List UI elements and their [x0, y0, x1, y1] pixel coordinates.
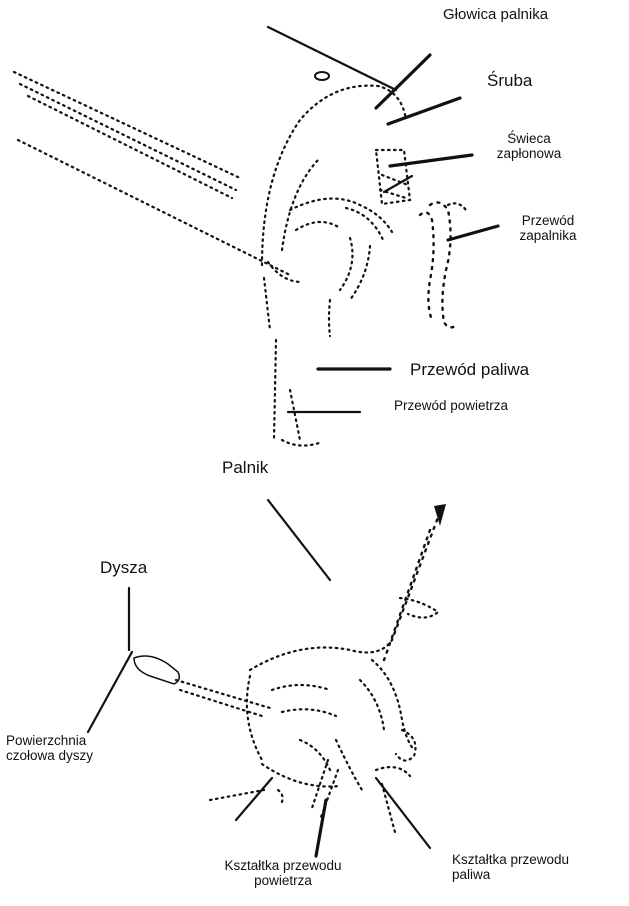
burner-fitting: [398, 596, 440, 619]
burner-body-right: [370, 658, 416, 752]
head-inner-4: [348, 244, 372, 302]
label-dysza: Dysza: [100, 558, 148, 577]
burner-body-bottom: [260, 762, 342, 788]
nozzle-body: [133, 655, 181, 685]
burner-body-inner-2: [280, 708, 338, 718]
label-przewod-paliwa: Przewód paliwa: [410, 360, 530, 379]
burner-lower-cap: [374, 765, 412, 778]
leader-sruba: [374, 53, 432, 110]
head-inner-1: [294, 220, 342, 232]
label-glowica-palnika: Głowica palnika: [443, 6, 549, 23]
label-ksztaltka-paliwa-line1: Kształtka przewodu: [452, 852, 570, 867]
leader-ksztaltka-paliwa: [374, 776, 432, 850]
top-leaders: [266, 25, 500, 414]
label-powierzchnia-line1: Powierzchnia: [6, 733, 87, 748]
label-ksztaltka-powietrza-line2: powietrza: [254, 873, 312, 889]
left-bracket: [208, 788, 266, 802]
head-bolt: [314, 71, 330, 81]
spark-plug-tip: [378, 173, 410, 200]
label-ksztaltka-powietrza-line1: Kształtka przewodu: [224, 858, 342, 873]
head-body-lower: [288, 197, 394, 234]
label-powierzchnia-czolowa: Powierzchnia czołowa dyszy: [6, 733, 93, 763]
leader-palnik: [266, 498, 332, 582]
label-ksztaltka-paliwa: Kształtka przewodu paliwa: [452, 852, 569, 882]
burner-body-top: [248, 638, 394, 672]
fuel-fitting-leg: [380, 782, 398, 838]
burner-hook: [394, 728, 417, 762]
head-left-lower: [262, 276, 272, 332]
igniter-wire: [428, 201, 458, 329]
label-swieca-zaplonowa: Świeca zapłonowa: [489, 131, 569, 161]
label-ksztaltka-paliwa-line2: paliwa: [452, 867, 491, 883]
tube-lower-edge: [16, 138, 292, 277]
label-przewod-zapalnika: Przewód zapalnika: [504, 213, 592, 243]
burner-flag: [434, 504, 446, 526]
left-bracket-foot: [276, 788, 284, 808]
label-przewod-powietrza: Przewód powietrza: [394, 398, 509, 413]
label-zapalnik-line1: Przewód: [521, 213, 575, 228]
head-inner-2: [344, 206, 386, 244]
leader-sruba-b: [386, 96, 462, 126]
label-powierzchnia-line2: czołowa dyszy: [6, 748, 94, 764]
leader-swieca-b: [382, 174, 414, 194]
head-inner-arc: [280, 158, 320, 252]
tube-upper-edge-1: [12, 70, 242, 180]
burner-body-inner-1: [270, 683, 332, 692]
nozzle-stem-2: [178, 688, 264, 718]
leader-powierzchnia: [86, 650, 134, 734]
spark-plug-body: [374, 148, 412, 206]
igniter-wire-cap: [446, 202, 468, 212]
burner-body-right-2: [358, 678, 386, 732]
head-inner-3: [338, 236, 354, 292]
leader-glowica: [266, 25, 398, 92]
label-swieca-line2: zapłonowa: [496, 146, 562, 162]
label-sruba: Śruba: [487, 71, 533, 90]
igniter-wire-2: [418, 211, 435, 322]
burner-inner-lower: [334, 738, 364, 792]
stem-right: [288, 388, 302, 442]
head-stem: [327, 298, 332, 338]
burner-assembly: [133, 504, 446, 838]
tube-upper-edge-3: [26, 94, 234, 200]
burner-body-left: [245, 674, 264, 762]
tube-end: [266, 260, 304, 284]
burner-arm-2: [382, 528, 432, 662]
label-palnik: Palnik: [222, 458, 269, 477]
nozzle-stem: [174, 678, 272, 710]
burner-arm: [390, 510, 442, 642]
leader-ksztaltka-powietrza: [314, 798, 328, 858]
label-zapalnik-line2: zapalnika: [519, 228, 577, 244]
leader-zapalnik: [446, 224, 500, 242]
tube-upper-edge-2: [18, 82, 238, 192]
stem-left: [272, 338, 278, 442]
air-fitting-leg-2: [310, 758, 330, 810]
stem-bottom: [280, 438, 324, 447]
label-ksztaltka-powietrza: Kształtka przewodu powietrza: [208, 858, 358, 888]
leader-swieca: [388, 153, 474, 168]
burner-head-assembly: [12, 70, 468, 447]
leader-left-bracket: [234, 776, 274, 822]
bottom-leaders: [86, 498, 432, 858]
label-swieca-line1: Świeca: [507, 131, 551, 146]
